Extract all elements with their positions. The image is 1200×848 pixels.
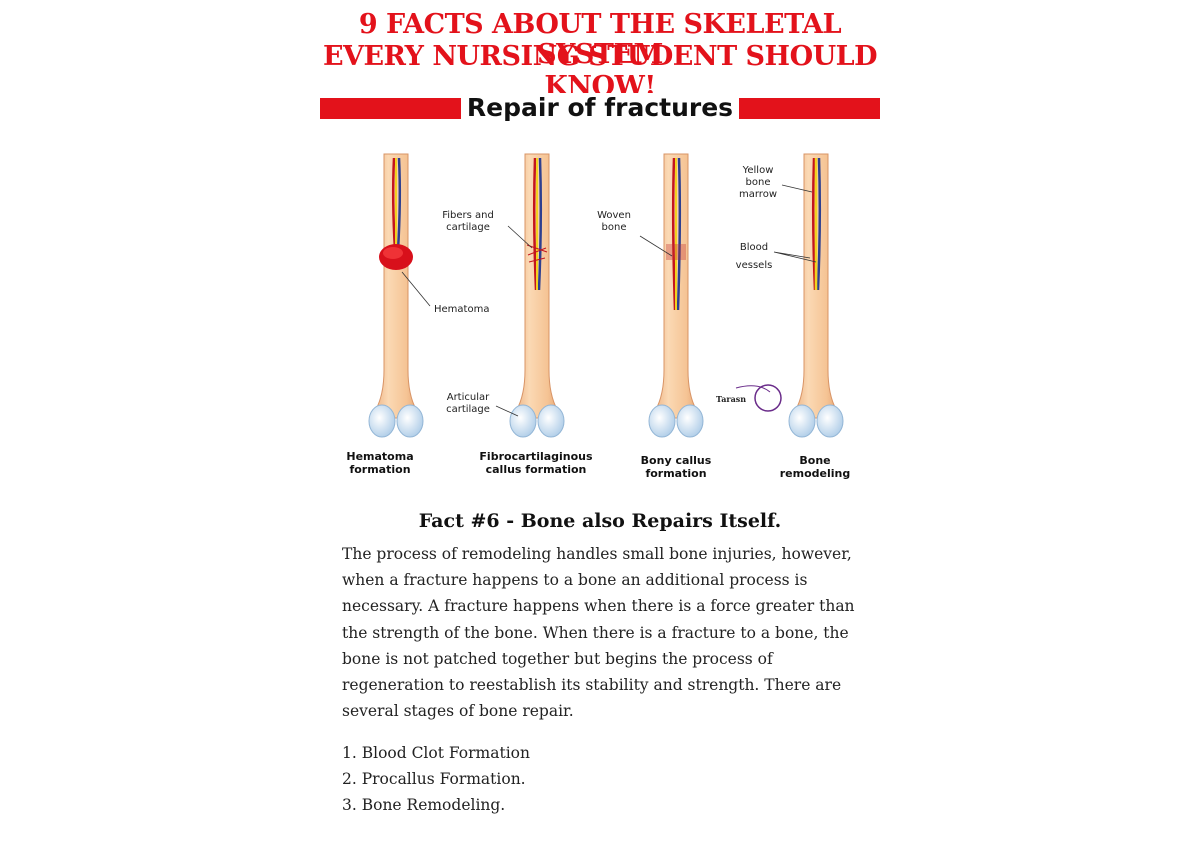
section-title: Repair of fractures: [318, 92, 882, 124]
fact-heading: Fact #6 - Bone also Repairs Itself.: [418, 510, 782, 532]
watermark-logo: Tarasn: [716, 384, 782, 412]
callout-lines: [401, 184, 817, 417]
infographic-title-line1: 9 FACTS ABOUT THE SKELETAL SYSTEM: [358, 9, 842, 70]
bone-fibrocartilage-stage: [509, 153, 565, 438]
bone-remodeling-stage: [788, 153, 844, 438]
list-item: 2. Procallus Formation.: [342, 770, 526, 788]
repair-steps-list: 1. Blood Clot Formation 2. Procallus For…: [342, 740, 862, 818]
bone-bony-callus-stage: [648, 153, 704, 438]
svg-text:Tarasn: Tarasn: [716, 394, 746, 404]
section-bar-left: [320, 98, 463, 119]
list-item: 1. Blood Clot Formation: [342, 744, 530, 762]
bone-hematoma-stage: [368, 153, 424, 438]
label-hematoma: Hematoma: [434, 304, 489, 315]
list-item: 3. Bone Remodeling.: [342, 796, 506, 814]
fact-body: The process of remodeling handles small …: [342, 545, 855, 721]
infographic-card: 9 FACTS ABOUT THE SKELETAL SYSTEM EVERY …: [318, 0, 882, 848]
section-bar-right: [736, 98, 880, 119]
